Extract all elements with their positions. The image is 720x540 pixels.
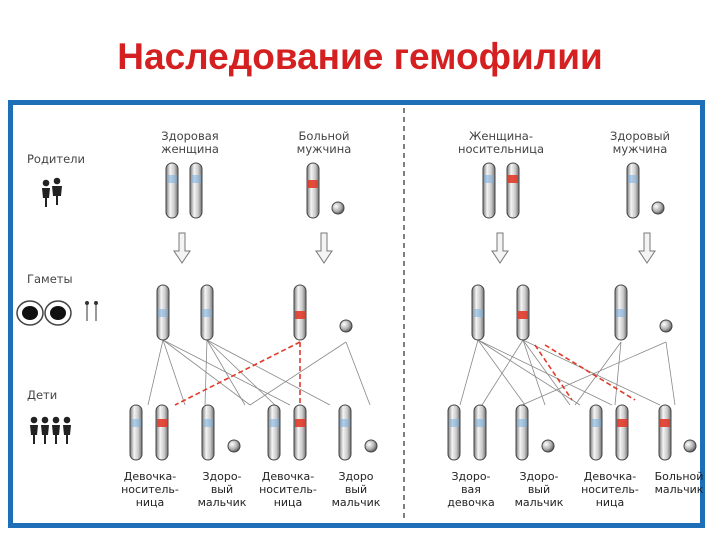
label-children: Дети <box>27 388 58 402</box>
x-chromosome-affected <box>293 284 307 341</box>
down-arrow-icon <box>173 232 191 264</box>
x-chromosome-healthy <box>189 162 203 219</box>
inheritance-line <box>477 339 526 406</box>
x-chromosome-affected <box>658 404 672 461</box>
x-chromosome-healthy <box>614 284 628 341</box>
left-child-1-label: Девочка-носитель-ница <box>121 470 179 509</box>
x-chromosome-healthy <box>129 404 143 461</box>
y-chromosome <box>659 319 673 333</box>
x-chromosome-affected <box>516 284 530 341</box>
y-chromosome <box>541 439 555 453</box>
diagram-panel <box>13 105 700 523</box>
inheritance-line <box>477 339 613 406</box>
x-chromosome-affected <box>506 162 520 219</box>
x-chromosome-healthy <box>156 284 170 341</box>
right-child-3-label: Девочка-носитель-ница <box>581 470 639 509</box>
inheritance-line <box>204 339 208 406</box>
inheritance-line <box>477 339 581 406</box>
inheritance-line <box>345 341 371 406</box>
down-arrow-icon <box>491 232 509 264</box>
x-chromosome-healthy <box>201 404 215 461</box>
x-chromosome-affected <box>306 162 320 219</box>
inheritance-line <box>206 339 246 406</box>
y-chromosome <box>331 201 345 215</box>
x-chromosome-affected <box>615 404 629 461</box>
person-icon <box>30 425 38 444</box>
y-chromosome <box>364 439 378 453</box>
inheritance-line-affected <box>534 344 573 401</box>
egg-nucleus-icon <box>22 306 38 320</box>
x-chromosome-affected <box>293 404 307 461</box>
person-head-icon <box>63 416 71 424</box>
inheritance-line <box>206 339 331 406</box>
person-head-icon <box>42 179 50 187</box>
inheritance-line-affected <box>174 341 301 406</box>
inheritance-line <box>249 341 347 406</box>
person-head-icon <box>41 416 49 424</box>
x-chromosome-healthy <box>200 284 214 341</box>
x-chromosome-healthy <box>471 284 485 341</box>
x-chromosome-healthy <box>515 404 529 461</box>
x-chromosome-healthy <box>165 162 179 219</box>
x-chromosome-healthy <box>626 162 640 219</box>
inheritance-line <box>162 339 186 406</box>
inheritance-line <box>481 339 524 406</box>
person-head-icon <box>52 416 60 424</box>
sperm-cell-icon <box>85 301 89 305</box>
x-chromosome-healthy <box>482 162 496 219</box>
inheritance-line <box>521 341 667 406</box>
egg-nucleus-icon <box>50 306 66 320</box>
label-parents: Родители <box>27 152 85 166</box>
inheritance-line-affected <box>544 344 636 401</box>
y-chromosome <box>227 439 241 453</box>
x-chromosome-affected <box>155 404 169 461</box>
inheritance-line <box>162 339 291 406</box>
down-arrow-icon <box>638 232 656 264</box>
y-chromosome <box>683 439 697 453</box>
down-arrow-icon <box>315 232 333 264</box>
x-chromosome-healthy <box>473 404 487 461</box>
inheritance-line <box>162 339 251 406</box>
person-icon <box>41 425 49 444</box>
right-mother-label: Женщина-носительница <box>457 129 545 156</box>
x-chromosome-healthy <box>447 404 461 461</box>
person-icon <box>63 425 71 444</box>
inheritance-line <box>614 341 622 406</box>
person-icon <box>42 188 50 207</box>
person-head-icon <box>30 416 38 424</box>
inheritance-line <box>522 339 546 406</box>
y-chromosome <box>651 201 665 215</box>
sperm-cell-icon <box>94 301 98 305</box>
person-head-icon <box>53 177 61 185</box>
left-child-3-label: Девочка-носитель-ница <box>259 470 317 509</box>
inheritance-line <box>574 341 622 406</box>
person-icon <box>52 425 60 444</box>
inheritance-line <box>459 339 479 406</box>
inheritance-line <box>665 341 676 406</box>
inheritance-line <box>147 339 164 406</box>
x-chromosome-healthy <box>589 404 603 461</box>
page-title: Наследование гемофилии <box>117 36 603 77</box>
label-gametes: Гаметы <box>27 272 73 286</box>
y-chromosome <box>339 319 353 333</box>
x-chromosome-healthy <box>338 404 352 461</box>
x-chromosome-healthy <box>267 404 281 461</box>
inheritance-line <box>522 339 661 406</box>
person-icon <box>52 186 62 205</box>
inheritance-line <box>522 339 571 406</box>
